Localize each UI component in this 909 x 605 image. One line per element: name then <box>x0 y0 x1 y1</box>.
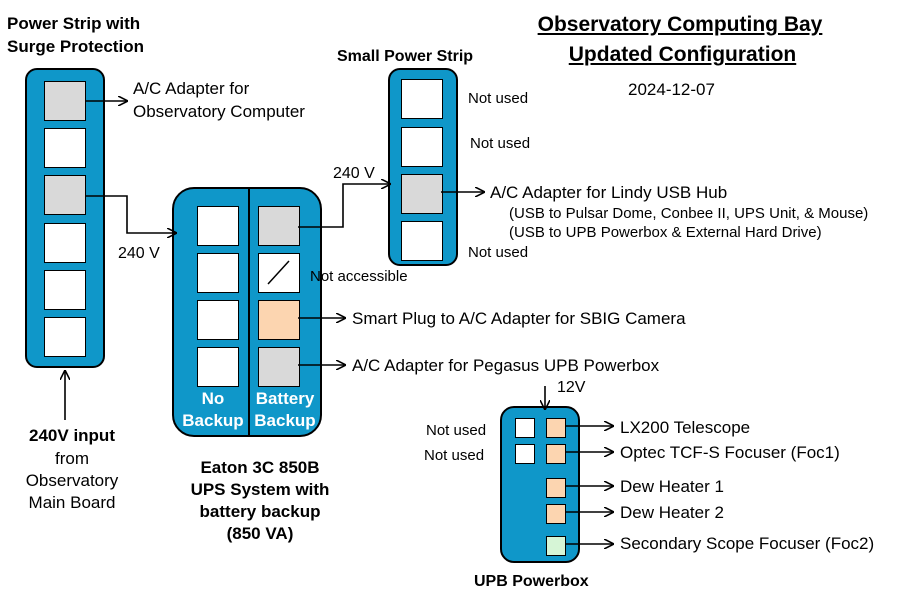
upb-port-3 <box>546 478 566 498</box>
upb-port-1 <box>546 418 566 438</box>
power-strip-outlet-2 <box>44 128 86 168</box>
ups-battery-outlet-3 <box>258 300 300 340</box>
small-strip-outlet4-label: Not used <box>468 244 529 261</box>
wire-ups-to-small-strip <box>298 184 390 228</box>
power-strip-outlet-3 <box>44 175 86 215</box>
power-strip-out-voltage: 240 V <box>118 245 160 262</box>
input-label-line3: Observatory <box>25 471 119 490</box>
upb-port-4 <box>546 504 566 524</box>
small-strip-outlet-1 <box>401 79 443 119</box>
ups-out-voltage: 240 V <box>333 165 375 182</box>
ups-nobackup-outlet-2 <box>197 253 239 293</box>
ups-caption-line4: (850 VA) <box>226 524 294 543</box>
ups-caption-line3: battery backup <box>199 502 321 521</box>
ups-battery-outlet-2-blocked <box>258 253 300 293</box>
wire-strip-to-ups <box>86 195 176 233</box>
small-strip-outlet3-note2: (USB to UPB Powerbox & External Hard Dri… <box>509 224 822 241</box>
upb-port-5-label: Secondary Scope Focuser (Foc2) <box>620 534 875 553</box>
small-strip-outlet-4 <box>401 221 443 261</box>
upb-left-port-2 <box>515 444 535 464</box>
ups-outlet4-label: A/C Adapter for Pegasus UPB Powerbox <box>352 356 660 375</box>
small-strip-outlet3-note1: (USB to Pulsar Dome, Conbee II, UPS Unit… <box>509 205 869 222</box>
diagram-date: 2024-12-07 <box>628 80 715 99</box>
ups-battery-outlet-1 <box>258 206 300 246</box>
ups-battery-outlet-4 <box>258 347 300 387</box>
power-strip-outlet-5 <box>44 270 86 310</box>
ups-nobackup-outlet-4 <box>197 347 239 387</box>
small-strip-outlet-2 <box>401 127 443 167</box>
power-strip <box>25 68 105 368</box>
small-strip-outlet2-label: Not used <box>470 135 531 152</box>
upb-input-voltage: 12V <box>557 379 586 396</box>
blocked-slash-icon <box>267 260 290 285</box>
upb-port-2 <box>546 444 566 464</box>
ups-caption-line1: Eaton 3C 850B <box>200 458 320 477</box>
ups-nobackup-outlet-1 <box>197 206 239 246</box>
small-power-strip <box>388 68 458 266</box>
diagram-title-line1: Observatory Computing Bay <box>537 13 823 36</box>
power-strip-outlet-4 <box>44 223 86 263</box>
upb-port-3-label: Dew Heater 1 <box>620 477 724 496</box>
upb-port-2-label: Optec TCF-S Focuser (Foc1) <box>620 443 840 462</box>
upb-port-4-label: Dew Heater 2 <box>620 503 724 522</box>
ups-caption-line2: UPS System with <box>190 480 330 499</box>
power-strip-title-line1: Power Strip with <box>7 14 141 33</box>
ups-divider <box>248 189 250 435</box>
small-strip-title: Small Power Strip <box>337 48 474 65</box>
upb-left1-label: Not used <box>426 422 487 439</box>
power-strip-outlet1-label-line2: Observatory Computer <box>133 102 305 121</box>
upb-left-port-1 <box>515 418 535 438</box>
upb-port-5 <box>546 536 566 556</box>
small-strip-outlet3-label: A/C Adapter for Lindy USB Hub <box>490 183 728 202</box>
power-strip-title-line2: Surge Protection <box>7 37 144 56</box>
upb-port-1-label: LX200 Telescope <box>620 418 751 437</box>
upb-caption: UPB Powerbox <box>474 573 589 590</box>
input-label-line1: 240V input <box>29 426 115 445</box>
power-strip-outlet-1 <box>44 81 86 121</box>
small-strip-outlet1-label: Not used <box>468 90 529 107</box>
ups-not-accessible-label: Not accessible <box>310 268 408 285</box>
ups-nobackup-outlet-3 <box>197 300 239 340</box>
upb-left2-label: Not used <box>424 447 485 464</box>
input-label-line4: Main Board <box>28 493 116 512</box>
ups-outlet3-label: Smart Plug to A/C Adapter for SBIG Camer… <box>352 309 686 328</box>
power-strip-outlet1-label-line1: A/C Adapter for <box>133 79 250 98</box>
power-strip-outlet-6 <box>44 317 86 357</box>
small-strip-outlet-3 <box>401 174 443 214</box>
input-label-line2: from <box>55 449 89 468</box>
diagram-title-line2: Updated Configuration <box>568 43 797 66</box>
